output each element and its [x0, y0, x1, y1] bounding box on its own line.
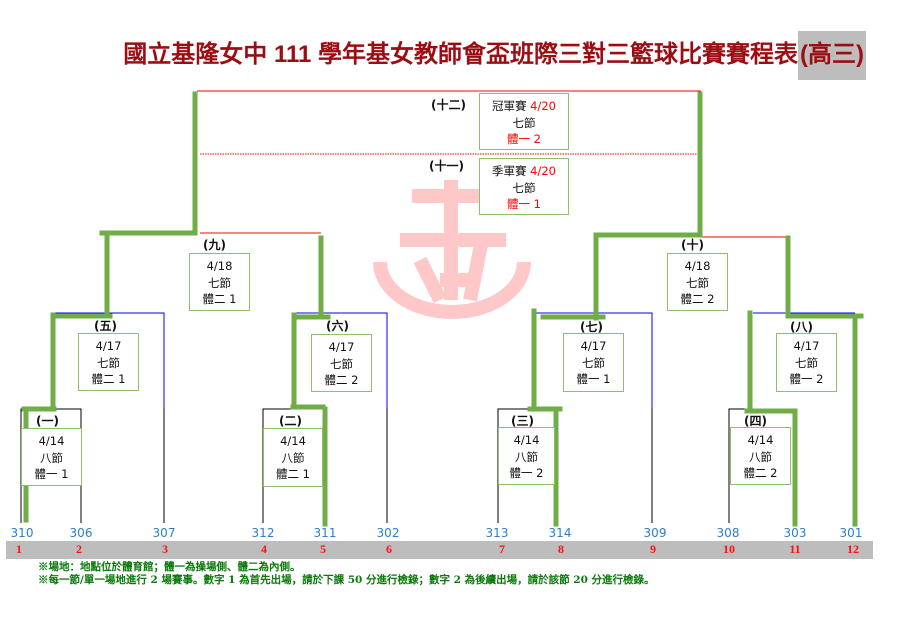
match-court: 體二 2: [680, 292, 715, 306]
match-10-box: 4/18 七節體二 2: [667, 253, 728, 311]
match-period: 八節: [281, 450, 305, 465]
match-5-box: 4/17 七節體二 1: [78, 333, 139, 391]
match-period: 八節: [749, 449, 772, 464]
venue-note: ※場地：地點位於體育館；體一為操場側、體二為內側。: [38, 561, 301, 573]
match-date: 4/14: [38, 434, 65, 448]
match-name: 季軍賽: [492, 164, 527, 178]
match-date: 4/18: [684, 259, 711, 273]
match-date: 4/17: [580, 339, 607, 353]
match-court: 體二 1: [91, 372, 126, 386]
match-7-label: (七): [580, 320, 603, 334]
match-11-box: 季軍賽 4/20 七節 體一 1: [479, 158, 569, 215]
match-period: 七節: [686, 275, 709, 290]
team-label: 310: [10, 526, 34, 540]
match-12-label: (十二): [431, 98, 466, 112]
match-6-box: 4/17 七節體二 2: [311, 334, 372, 392]
match-court: 體二 2: [743, 466, 778, 480]
match-5-label: (五): [94, 319, 117, 333]
seed-number: 1: [16, 542, 22, 556]
seed-number: 3: [162, 542, 168, 556]
schedule-note: ※每一節/單一場地進行 2 場賽事。數字 1 為首先出場，請於下課 50 分進行…: [38, 574, 655, 586]
match-3-box: 4/14 八節體一 2: [498, 427, 555, 485]
seed-number: 12: [847, 542, 859, 556]
match-period: 七節: [330, 356, 353, 371]
match-4-label: (四): [744, 414, 767, 428]
seed-number: 5: [320, 542, 326, 556]
match-court: 體二 1: [202, 292, 237, 306]
team-label: 303: [783, 526, 807, 540]
match-date: 4/20: [530, 164, 556, 178]
page-title: 國立基隆女中 111 學年基女教師會盃班際三對三籃球比賽賽程表(高三): [0, 31, 866, 80]
team-label: 306: [69, 526, 93, 540]
seed-number: 6: [386, 542, 392, 556]
match-court: 體二 1: [276, 467, 310, 481]
team-label: 309: [643, 526, 667, 540]
match-name: 冠軍賽: [492, 99, 527, 113]
team-label: 311: [313, 526, 337, 540]
match-8-box: 4/17 七節體一 2: [776, 333, 837, 392]
match-9-label: (九): [203, 238, 226, 252]
match-11-label: (十一): [429, 159, 464, 173]
team-label: 308: [716, 526, 740, 540]
match-9-box: 4/18 七節體二 1: [189, 253, 250, 311]
match-4-box: 4/14 八節體二 2: [730, 427, 791, 485]
match-court: 體一 1: [34, 467, 69, 481]
seed-number: 2: [76, 542, 82, 556]
match-date: 4/14: [513, 433, 540, 447]
team-label: 302: [376, 526, 400, 540]
match-6-label: (六): [326, 319, 349, 333]
team-label: 301: [839, 526, 863, 540]
match-date: 4/14: [747, 433, 774, 447]
match-period: 七節: [208, 275, 231, 290]
seed-number: 10: [723, 542, 735, 556]
match-court: 體二 2: [324, 373, 359, 387]
match-date: 4/17: [328, 340, 355, 354]
match-date: 4/14: [280, 434, 306, 448]
match-period: 七節: [97, 355, 120, 370]
school-logo-watermark: [373, 180, 531, 319]
match-1-box: 4/14 八節體一 1: [21, 428, 82, 486]
qf7-line: [533, 312, 653, 408]
team-label: 312: [251, 526, 275, 540]
match-2-label: (二): [279, 414, 302, 428]
match-court: 體一 2: [507, 132, 541, 146]
seed-number: 4: [261, 542, 267, 556]
match-3-label: (三): [511, 414, 534, 428]
match-period: 七節: [512, 180, 536, 195]
match-2-box: 4/14 八節體二 1: [263, 428, 323, 487]
seed-band: [6, 541, 873, 559]
match-court: 體一 1: [576, 372, 611, 386]
match-date: 4/20: [530, 99, 556, 113]
qf6-line: [294, 312, 388, 408]
seed-number: 11: [789, 542, 801, 556]
match-date: 4/17: [793, 339, 820, 353]
match-period: 七節: [795, 355, 818, 370]
match-period: 七節: [582, 355, 605, 370]
title-main: 國立基隆女中 111 學年基女教師會盃班際三對三籃球比賽賽程表: [123, 41, 799, 68]
match-date: 4/18: [206, 259, 233, 273]
qf5-line: [53, 312, 165, 408]
title-highlight: (高三): [798, 31, 866, 80]
match-1-label: (一): [36, 414, 59, 428]
team-label: 314: [548, 526, 572, 540]
seed-number: 7: [499, 542, 505, 556]
team-label: 307: [152, 526, 176, 540]
match-period: 八節: [515, 449, 538, 464]
match-court: 體一 2: [509, 466, 544, 480]
seed-number: 9: [650, 542, 656, 556]
match-8-label: (八): [790, 320, 813, 334]
match-court: 體一 1: [507, 197, 541, 211]
seed-number: 8: [558, 542, 564, 556]
match-7-box: 4/17 七節體一 1: [563, 333, 624, 392]
match-12-box: 冠軍賽 4/20 七節 體一 2: [479, 93, 569, 150]
match-court: 體一 2: [789, 372, 824, 386]
match-10-label: (十): [681, 238, 704, 252]
team-label: 313: [485, 526, 509, 540]
match-date: 4/17: [95, 339, 122, 353]
match-period: 八節: [40, 450, 63, 465]
match-period: 七節: [512, 115, 536, 130]
